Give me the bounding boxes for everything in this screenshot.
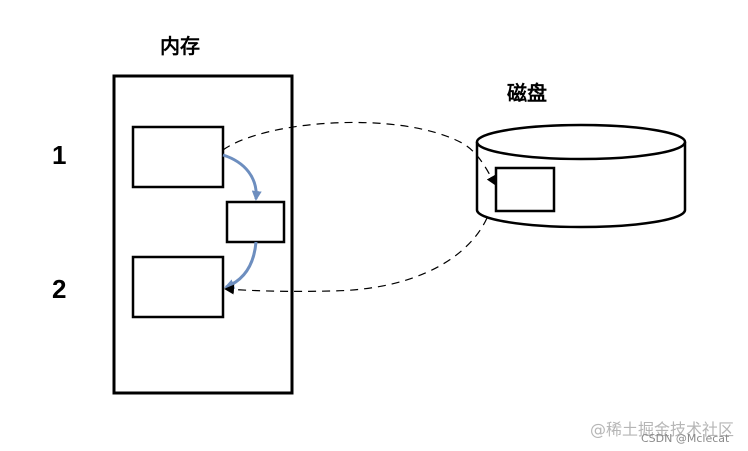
copy-arrow-to-buffer [222, 153, 262, 201]
dashed-arrow-disk-to-memory [224, 217, 488, 295]
disk-title: 磁盘 [507, 81, 547, 105]
memory-page-1 [131, 125, 225, 189]
memory-page-2 [131, 255, 225, 319]
disk-block [494, 166, 556, 213]
step-label-1: 1 [52, 140, 67, 170]
disk-cylinder-top [475, 123, 687, 161]
step-label-2: 2 [52, 274, 67, 304]
memory-buffer [225, 200, 286, 244]
dashed-arrow-memory-to-disk [222, 121, 496, 186]
watermark-site: @稀土掘金技术社区 [590, 420, 735, 439]
memory-title: 内存 [160, 34, 200, 58]
watermark-author: CSDN @Mclecat [641, 432, 730, 445]
